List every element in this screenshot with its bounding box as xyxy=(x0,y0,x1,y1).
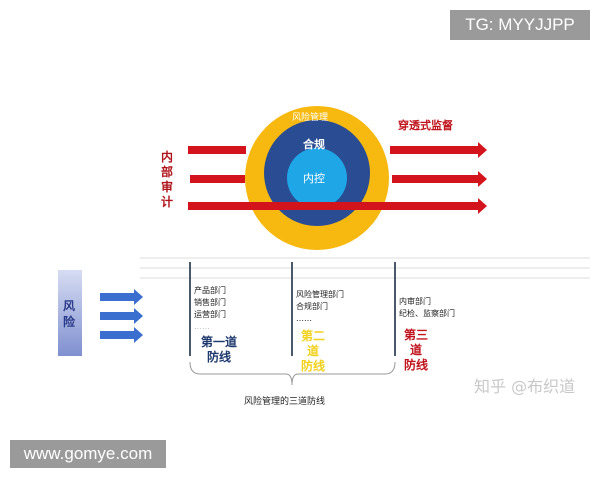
dept: 纪检、监察部门 xyxy=(399,309,455,318)
arrow-left-2 xyxy=(190,175,245,183)
dept: …… xyxy=(194,322,210,331)
watermark-bottom: www.gomye.com xyxy=(10,440,166,468)
arrow-right-2 xyxy=(392,175,478,183)
dept: 内审部门 xyxy=(399,297,431,306)
dept: …… xyxy=(296,314,312,323)
inner-circle-label: 内控 xyxy=(303,172,325,185)
dept: 产品部门 xyxy=(194,286,226,295)
first-line: 产品部门 销售部门 运营部门 …… 第一道防线 xyxy=(194,285,284,365)
brace xyxy=(189,361,396,386)
dept: 销售部门 xyxy=(194,298,226,307)
dept: 风险管理部门 xyxy=(296,290,344,299)
outer-circle-label: 风险管理 xyxy=(292,113,329,123)
line-title: 第二道防线 xyxy=(300,329,325,373)
arrow-through xyxy=(188,202,478,210)
blue-arrows xyxy=(100,289,143,343)
dept: 合规部门 xyxy=(296,302,328,311)
zhihu-watermark: 知乎 @布织道 xyxy=(474,377,576,396)
inner-circle xyxy=(287,148,347,208)
middle-circle-label: 合规 xyxy=(303,138,325,151)
line-title: 第三道防线 xyxy=(403,328,428,372)
red-arrows xyxy=(188,142,487,214)
internal-audit-label: 内部审计 xyxy=(161,150,174,209)
third-line: 内审部门 纪检、监察部门 第三道防线 xyxy=(399,296,494,373)
risk-box xyxy=(58,270,82,356)
brace-label: 风险管理的三道防线 xyxy=(244,397,326,407)
watermark-top: TG: MYYJJPP xyxy=(450,10,590,40)
line-title: 第一道防线 xyxy=(200,335,237,364)
second-line: 风险管理部门 合规部门 …… 第二道防线 xyxy=(296,289,391,374)
vertical-lines xyxy=(189,262,396,356)
horizontal-lines xyxy=(140,257,590,279)
arrow-left-1 xyxy=(188,146,246,154)
risk-label: 风险 xyxy=(63,299,76,329)
dept: 运营部门 xyxy=(194,310,226,319)
penetrating-supervision-label: 穿透式监督 xyxy=(398,119,453,132)
arrow-right-1 xyxy=(390,146,478,154)
